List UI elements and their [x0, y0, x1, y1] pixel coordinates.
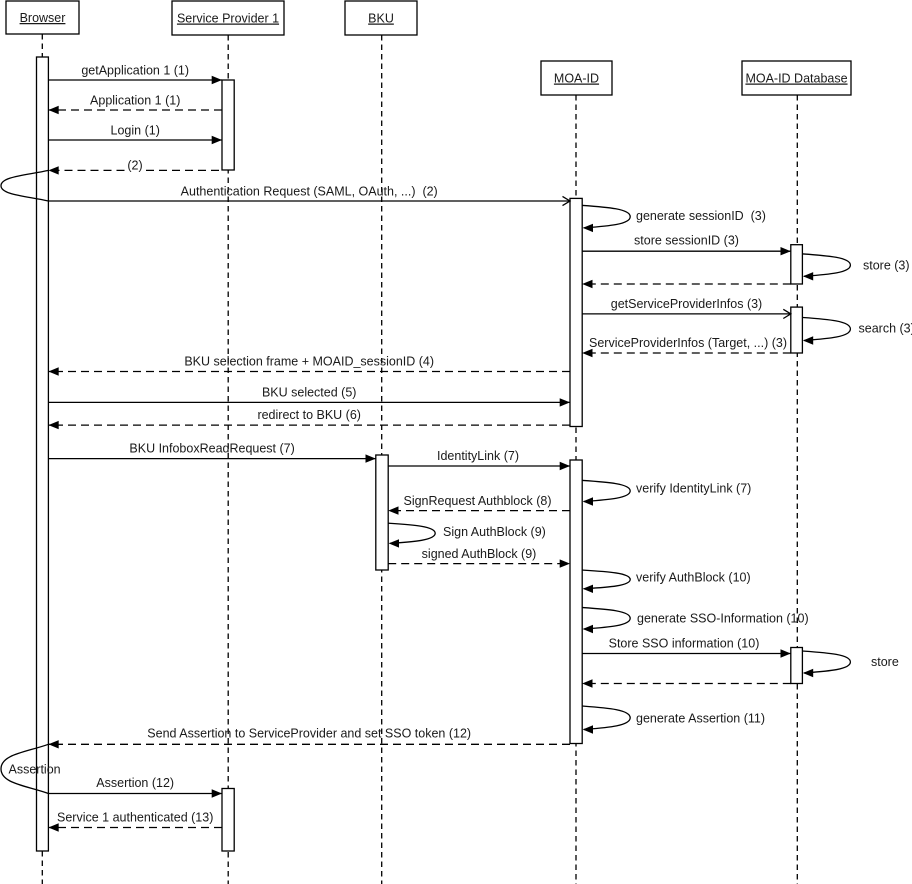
svg-text:getApplication 1 (1): getApplication 1 (1)	[81, 64, 189, 78]
svg-text:generate Assertion (11): generate Assertion (11)	[636, 712, 765, 726]
svg-text:Assertion: Assertion	[9, 763, 61, 777]
svg-text:verify AuthBlock (10): verify AuthBlock (10)	[636, 571, 751, 585]
svg-text:store sessionID (3): store sessionID (3)	[634, 234, 739, 248]
svg-text:Store SSO information (10): Store SSO information (10)	[609, 637, 760, 651]
svg-text:MOA-ID: MOA-ID	[554, 72, 599, 86]
svg-text:BKU selected (5): BKU selected (5)	[262, 386, 356, 400]
svg-text:store: store	[871, 655, 899, 669]
svg-text:signed AuthBlock (9): signed AuthBlock (9)	[422, 547, 537, 561]
svg-text:Sign AuthBlock (9): Sign AuthBlock (9)	[443, 525, 546, 539]
svg-text:Application 1 (1): Application 1 (1)	[90, 94, 180, 108]
svg-text:search (3): search (3)	[859, 322, 912, 336]
svg-text:SignRequest Authblock (8): SignRequest Authblock (8)	[403, 494, 551, 508]
svg-text:BKU InfoboxReadRequest (7): BKU InfoboxReadRequest (7)	[129, 441, 294, 455]
svg-text:Send Assertion to ServiceProvi: Send Assertion to ServiceProvider and se…	[147, 726, 471, 740]
svg-text:MOA-ID Database: MOA-ID Database	[745, 72, 847, 86]
svg-text:BKU: BKU	[368, 12, 394, 26]
svg-text:Login (1): Login (1)	[111, 124, 160, 138]
svg-text:generate SSO-Information (10): generate SSO-Information (10)	[637, 612, 809, 626]
svg-text:Browser: Browser	[20, 11, 66, 25]
svg-text:store (3): store (3)	[863, 259, 910, 273]
svg-text:BKU selection frame + MOAID_se: BKU selection frame + MOAID_sessionID (4…	[184, 355, 434, 369]
svg-text:ServiceProviderInfos (Target,: ServiceProviderInfos (Target, ...) (3)	[589, 336, 787, 350]
svg-text:getServiceProviderInfos (3): getServiceProviderInfos (3)	[611, 297, 762, 311]
svg-text:IdentityLink (7): IdentityLink (7)	[437, 449, 519, 463]
svg-text:Service 1 authenticated (13): Service 1 authenticated (13)	[57, 810, 213, 824]
svg-text:verify IdentityLink (7): verify IdentityLink (7)	[636, 482, 751, 496]
svg-text:redirect to BKU (6): redirect to BKU (6)	[257, 408, 361, 422]
svg-text:Authentication Request (SAML,: Authentication Request (SAML, OAuth, ...…	[181, 185, 438, 199]
svg-text:generate sessionID (3): generate sessionID (3)	[636, 209, 766, 223]
svg-text:Assertion (12): Assertion (12)	[96, 776, 174, 790]
svg-text:Service Provider 1: Service Provider 1	[177, 12, 279, 26]
svg-text:(2): (2)	[127, 159, 142, 173]
